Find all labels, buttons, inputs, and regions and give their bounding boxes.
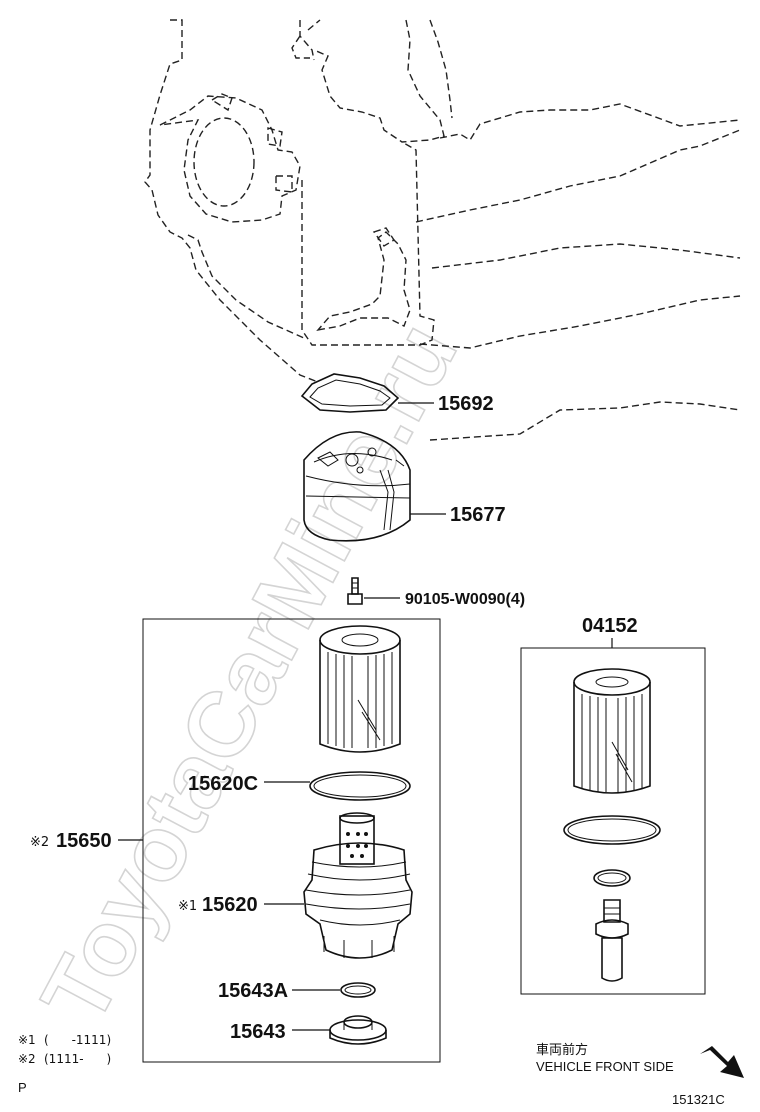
page-letter: P: [18, 1080, 27, 1095]
filter-element-right: [573, 668, 651, 794]
notes: ※1 ( -1111) ※2 (1111- ): [18, 1033, 111, 1066]
front-arrow-icon: [700, 1046, 744, 1078]
gasket-15692: [300, 373, 400, 413]
part-number-15650[interactable]: 15650: [56, 830, 112, 852]
part-number-15692[interactable]: 15692: [438, 393, 494, 415]
part-number-15643[interactable]: 15643: [230, 1021, 286, 1043]
drain-plug-15643: [329, 1015, 387, 1045]
filter-cap-15620: [303, 812, 413, 959]
svg-text:( -1111): ( -1111): [44, 1033, 111, 1047]
direction-en: VEHICLE FRONT SIDE: [536, 1059, 674, 1074]
svg-text:※2: ※2: [18, 1052, 36, 1066]
svg-text:※1: ※1: [18, 1033, 36, 1047]
part-number-15620C[interactable]: 15620C: [188, 773, 258, 795]
oring-small-right: [593, 869, 631, 887]
part-number-04152[interactable]: 04152: [582, 615, 638, 637]
note-mark-15650: ※2: [30, 835, 49, 850]
filter-bracket-15677: [303, 431, 411, 542]
part-number-15620[interactable]: 15620: [202, 894, 258, 916]
drain-fitting-right: [595, 899, 629, 982]
note-mark-15620: ※1: [178, 899, 197, 914]
part-number-15643A[interactable]: 15643A: [218, 980, 288, 1002]
direction-jp: 車両前方: [536, 1042, 588, 1057]
oring-15643A: [340, 982, 376, 998]
filter-element-left: [319, 625, 401, 753]
diagram-code: 151321C: [672, 1092, 725, 1107]
bolt-90105: [347, 577, 363, 605]
part-number-15677[interactable]: 15677: [450, 504, 506, 526]
part-number-bolt[interactable]: 90105-W0090(4): [405, 591, 525, 608]
svg-text:(1111- ): (1111- ): [44, 1052, 111, 1066]
watermark: ToyotaCarMine.ru: [23, 307, 477, 1039]
oring-15620C: [309, 771, 411, 801]
engine-block-outline: [144, 19, 741, 441]
kit-04152-box: [520, 647, 706, 995]
oring-large-right: [563, 815, 661, 845]
